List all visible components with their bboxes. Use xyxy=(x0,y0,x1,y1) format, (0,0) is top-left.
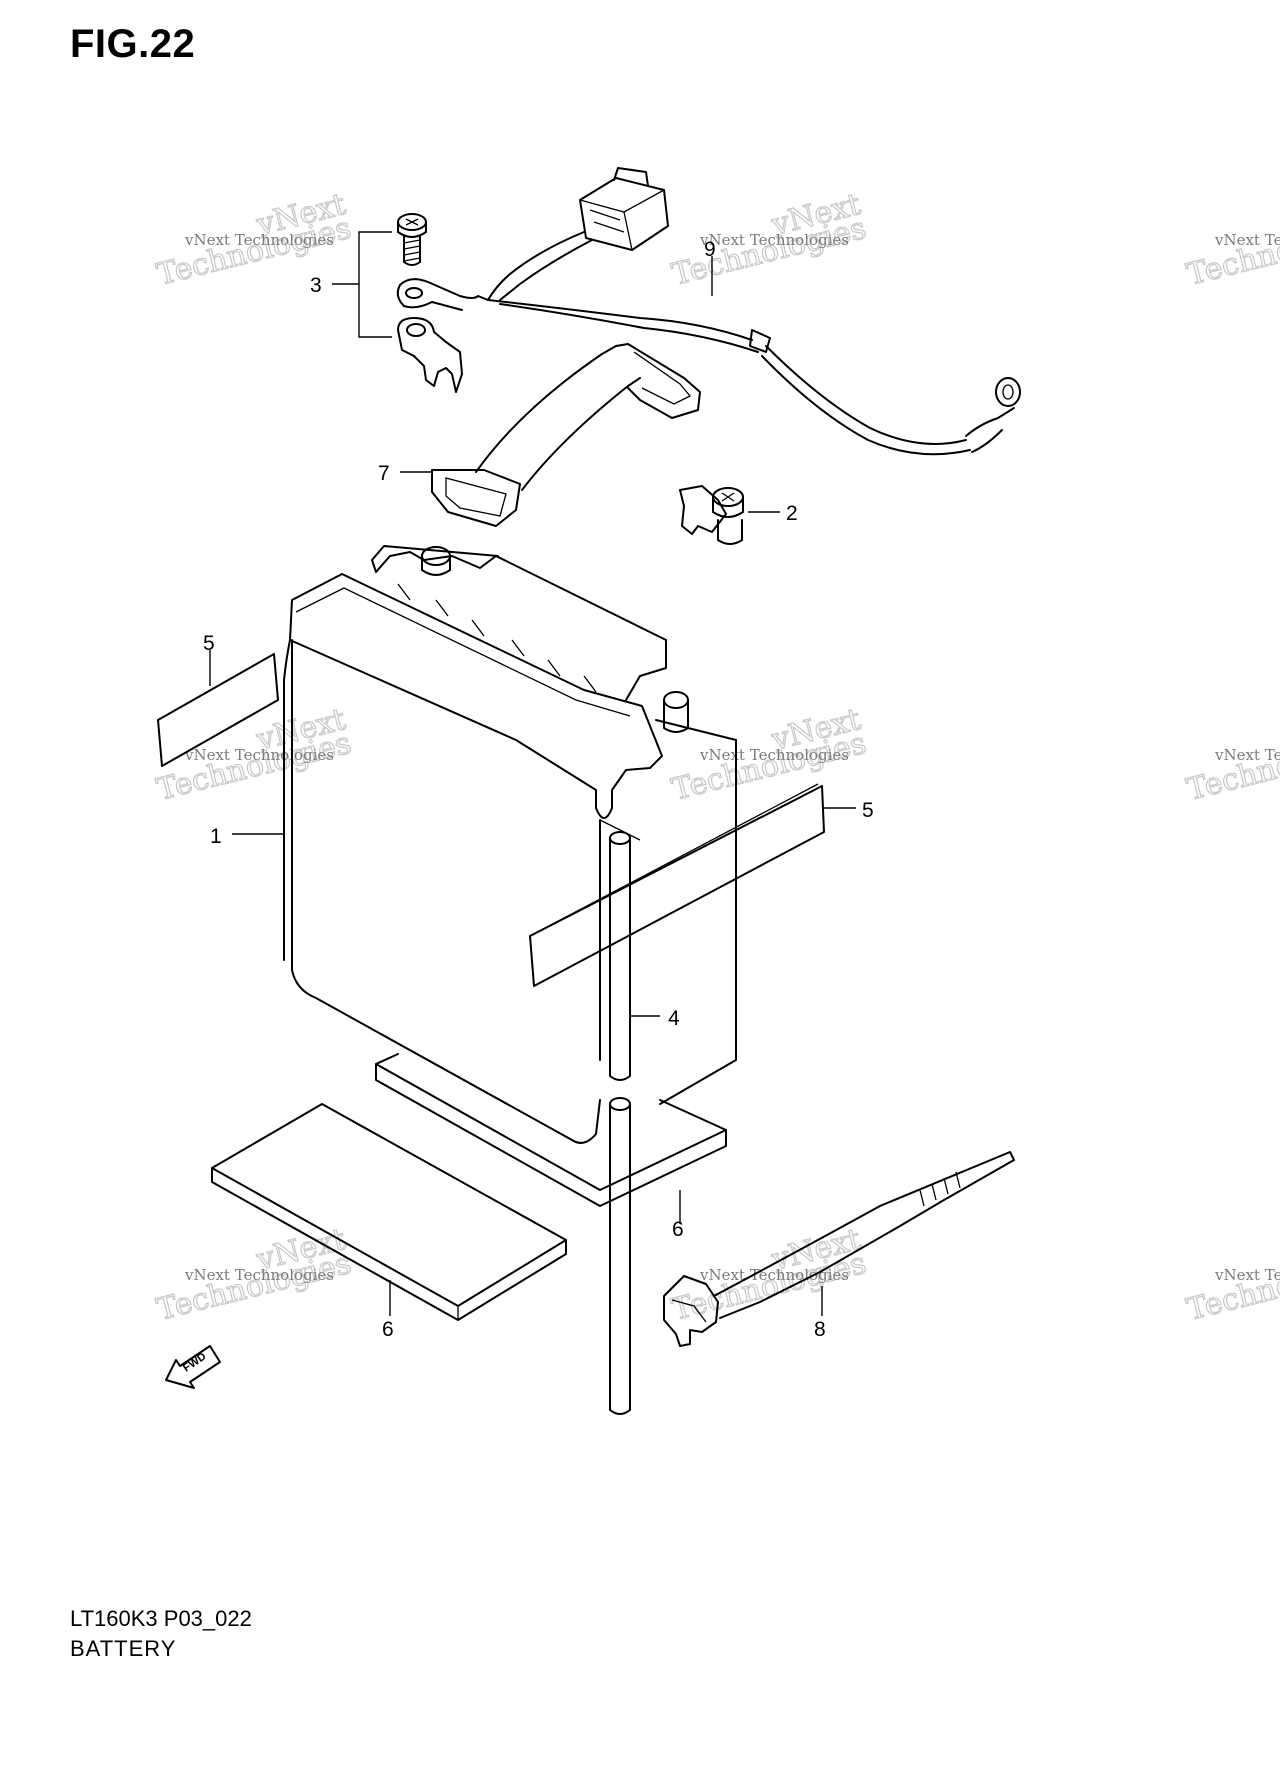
watermark-small: vNext Technologies xyxy=(1214,1266,1280,1284)
part-3-terminal-set xyxy=(332,213,489,393)
watermark-small: vNext Technologies xyxy=(184,1266,334,1284)
figure-title: FIG.22 xyxy=(70,22,196,66)
watermark-small: vNext Technologies xyxy=(184,746,334,764)
part-9-wire-harness xyxy=(487,167,1021,456)
fwd-arrow-icon: FWD xyxy=(165,1345,221,1389)
callout-4: 4 xyxy=(668,1007,680,1030)
part-5-cushion-left xyxy=(157,650,279,767)
watermark-big: Technologies xyxy=(1183,211,1280,293)
watermark-small: vNext Technologies xyxy=(699,1266,849,1284)
watermark-small: vNext Technologies xyxy=(1214,746,1280,764)
callout-8: 8 xyxy=(814,1318,826,1341)
callout-6b: 6 xyxy=(382,1318,394,1341)
part-6-plate-front xyxy=(211,1103,567,1321)
callout-3: 3 xyxy=(310,274,322,297)
callout-1: 1 xyxy=(210,825,222,848)
part-6-plate-rear xyxy=(375,1053,727,1224)
figure-code: LT160K3 P03_022 xyxy=(70,1606,252,1631)
callout-7: 7 xyxy=(378,462,390,485)
part-4-vent-tube xyxy=(609,831,660,1415)
part-8-cable-tie xyxy=(663,1151,1015,1347)
watermark-small: vNext Technologies xyxy=(699,746,849,764)
figure-name: BATTERY xyxy=(70,1636,177,1656)
callout-9: 9 xyxy=(704,238,716,261)
watermark-big: Technologies xyxy=(1183,726,1280,808)
part-1-battery xyxy=(232,545,737,1144)
callout-6a: 6 xyxy=(672,1218,684,1241)
callout-5a: 5 xyxy=(203,632,215,655)
callout-2: 2 xyxy=(786,502,798,525)
watermark-small: vNext Technologies xyxy=(184,231,334,249)
part-2-bolt-nut xyxy=(679,485,780,545)
watermark-small: vNext Technologies xyxy=(699,231,849,249)
part-7-battery-band xyxy=(400,343,701,527)
watermark-big: Technologies xyxy=(1183,1246,1280,1328)
part-5-cushion-right xyxy=(529,783,856,987)
callout-5b: 5 xyxy=(862,799,874,822)
watermark-group: Technologies vNext vNext Technologies Te… xyxy=(153,186,1280,1328)
watermark-small: vNext Technologies xyxy=(1214,231,1280,249)
